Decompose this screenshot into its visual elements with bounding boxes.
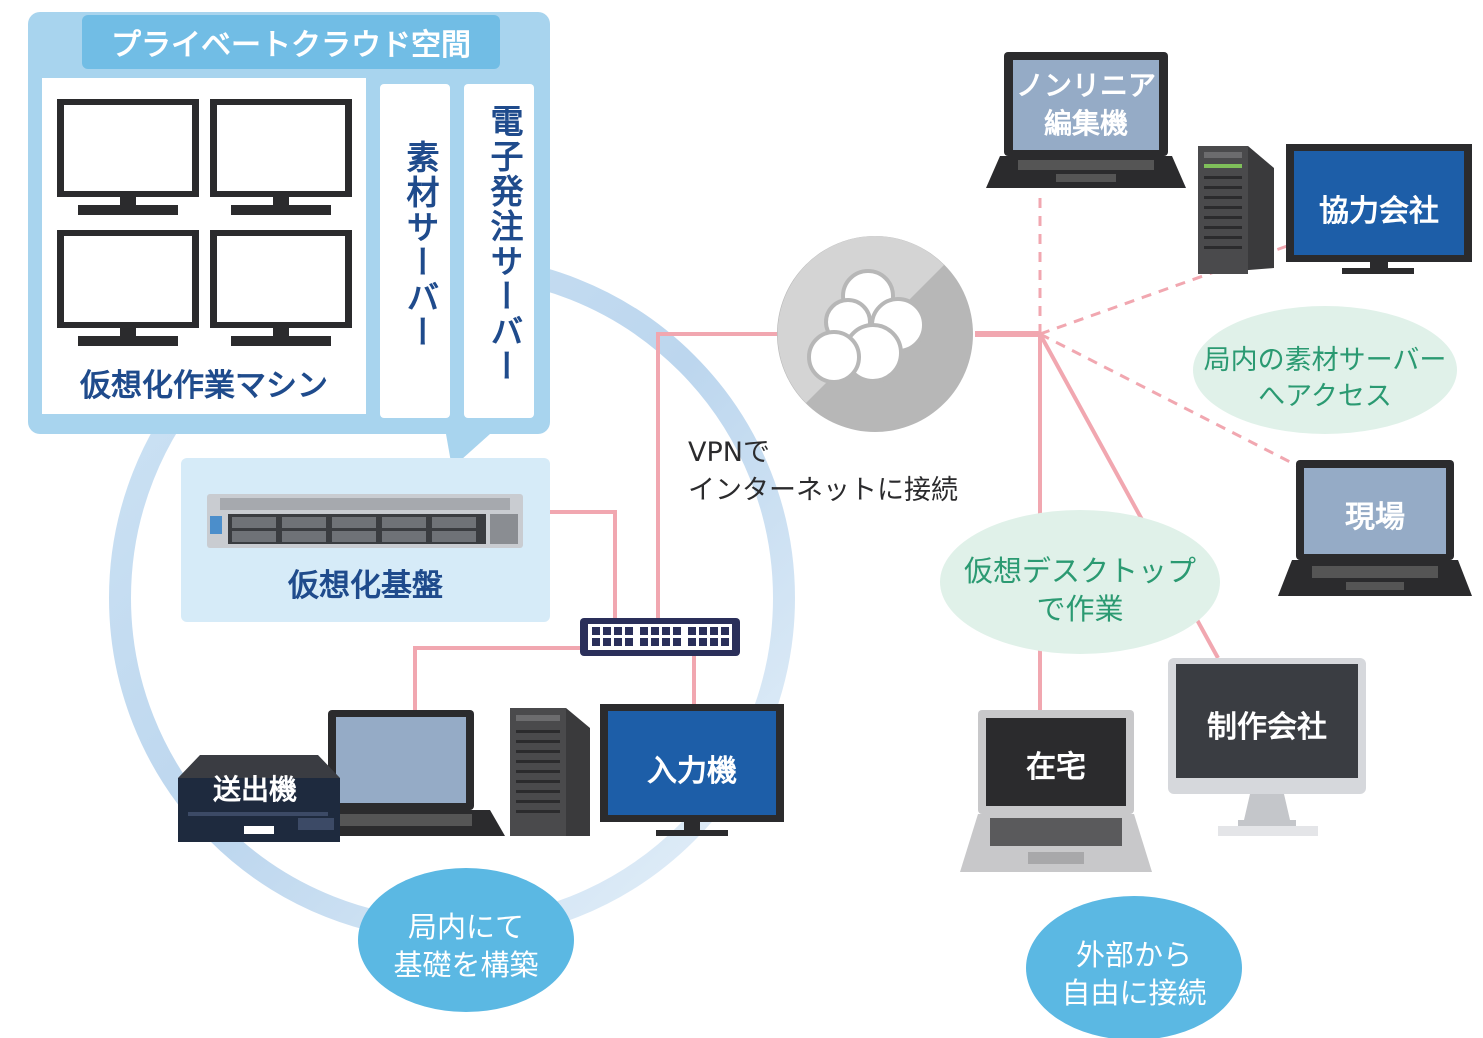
production-imac-icon xyxy=(1168,658,1366,836)
order-server-panel xyxy=(464,84,534,418)
monitor-icon xyxy=(210,99,352,215)
partner-label: 協力会社 xyxy=(1319,194,1439,229)
home-label: 在宅 xyxy=(1026,750,1086,785)
transmitter-icon xyxy=(178,755,340,842)
partner-monitor-icon xyxy=(1286,144,1472,274)
nle-label-line2: 編集機 xyxy=(1043,107,1128,140)
bubble-internal-line1: 局内にて xyxy=(407,910,524,944)
rack-server-icon xyxy=(207,494,523,548)
bubble-access-bg xyxy=(1193,306,1457,434)
nle-label-line1: ノンリニア xyxy=(1015,69,1156,102)
internal-tower-pc-icon xyxy=(510,708,590,836)
vpn-label-line1: VPNで xyxy=(688,437,770,468)
vpn-label-line2: インターネットに接続 xyxy=(688,475,958,506)
network-switch-icon xyxy=(580,618,740,656)
bubble-external-line2: 自由に接続 xyxy=(1061,976,1207,1010)
bubble-desktop-bg xyxy=(940,510,1220,654)
bubble-external-bg xyxy=(1026,896,1242,1038)
monitor-icon xyxy=(210,230,352,346)
monitor-icon xyxy=(57,230,199,346)
private-cloud-title: プライベートクラウド空間 xyxy=(111,28,471,63)
link-switch-vpn xyxy=(656,332,780,622)
transmitter-label: 送出機 xyxy=(212,773,297,806)
monitor-icon xyxy=(57,99,199,215)
bubble-desktop-line2: で作業 xyxy=(1036,592,1124,626)
bubble-access-line1: 局内の素材サーバー xyxy=(1203,345,1447,376)
partner-tower-pc-icon xyxy=(1198,146,1274,274)
internet-cloud-icon xyxy=(777,236,973,432)
nle-laptop-icon xyxy=(986,52,1186,188)
home-laptop-icon xyxy=(960,710,1152,872)
link-switch-laptop xyxy=(413,646,584,710)
bubble-desktop-line1: 仮想デスクトップ xyxy=(963,554,1196,588)
bubble-internal-line2: 基礎を構築 xyxy=(393,948,539,982)
virtualization-base-label: 仮想化基盤 xyxy=(288,568,443,604)
vm-monitors xyxy=(57,99,352,346)
bubble-access-line2: へアクセス xyxy=(1258,381,1392,412)
input-label: 入力機 xyxy=(647,754,737,789)
production-label: 制作会社 xyxy=(1207,710,1327,745)
link-hub-site xyxy=(1039,332,1299,468)
input-monitor-icon xyxy=(600,704,784,836)
order-server-label: 電子発注サーバー xyxy=(485,104,524,384)
link-server-switch xyxy=(550,510,617,620)
vm-label: 仮想化作業マシン xyxy=(80,368,328,404)
material-server-panel xyxy=(380,84,450,418)
material-server-label: 素材サーバー xyxy=(401,140,440,350)
site-label: 現場 xyxy=(1345,500,1405,535)
solid-links xyxy=(413,331,1220,710)
internal-laptop-icon xyxy=(297,710,505,836)
bubble-external-line1: 外部から xyxy=(1075,938,1192,972)
private-cloud-title-bar xyxy=(82,15,500,69)
bubble-internal-bg xyxy=(358,868,574,1012)
site-laptop-icon xyxy=(1278,460,1472,596)
